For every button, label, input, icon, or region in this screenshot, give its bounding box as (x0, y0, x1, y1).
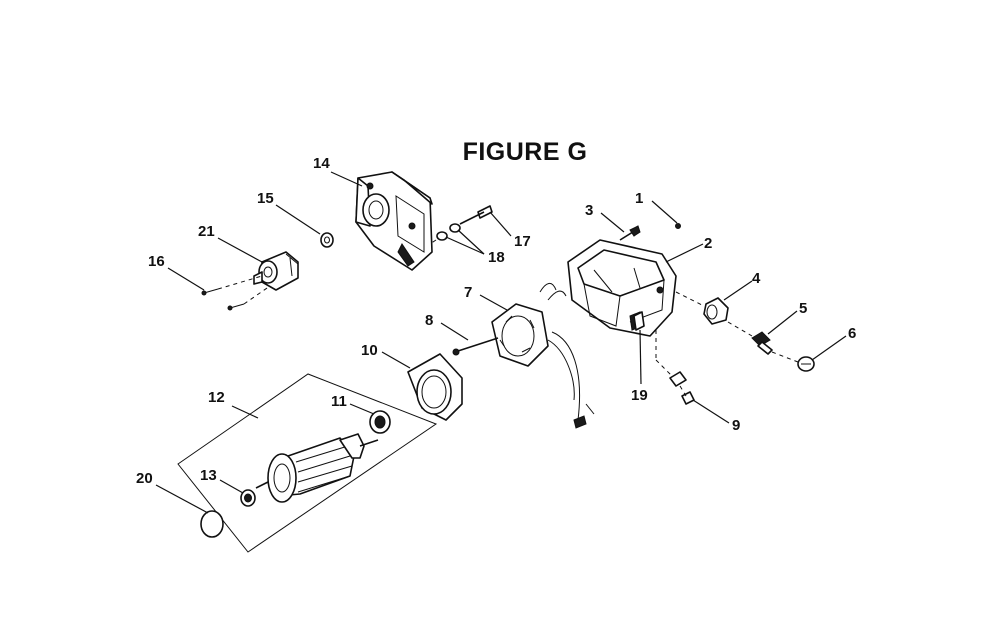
callout-5: 5 (799, 300, 807, 317)
part-7-field-stator (491, 283, 595, 429)
part-8-screw (452, 337, 499, 356)
part-16-screws (201, 275, 271, 311)
part-10-baffle-ring (407, 353, 463, 421)
callout-6: 6 (848, 325, 856, 342)
part-13-bearing (240, 489, 256, 507)
part-11-bearing (369, 410, 391, 434)
part-14-end-bracket (355, 171, 433, 271)
part-21-bearing-holder (253, 251, 299, 291)
callout-7: 7 (464, 284, 472, 301)
figure-title: FIGURE G (462, 138, 588, 166)
part-18-washers (429, 223, 461, 245)
callout-3: 3 (585, 202, 593, 219)
callout-14: 14 (313, 155, 330, 172)
callout-16: 16 (148, 253, 165, 270)
callout-12: 12 (208, 389, 225, 406)
part-17-screw (459, 205, 493, 225)
part-9-cord-clamp (655, 330, 695, 405)
part-2-motor-housing (567, 239, 677, 337)
callout-20: 20 (136, 470, 153, 487)
callout-11: 11 (331, 393, 347, 410)
part-4-brush-holder (675, 291, 729, 325)
callout-18: 18 (488, 249, 505, 266)
part-15-bushing (320, 232, 334, 248)
part-6-brush-cap (771, 351, 815, 372)
callout-labels: 1 2 3 4 5 6 7 8 9 10 11 12 13 14 15 16 1… (136, 155, 856, 487)
callout-1: 1 (635, 190, 643, 207)
callout-21: 21 (198, 223, 215, 240)
callout-17: 17 (514, 233, 531, 250)
callout-10: 10 (361, 342, 378, 359)
callout-13: 13 (200, 467, 217, 484)
callout-8: 8 (425, 312, 433, 329)
callout-19: 19 (631, 387, 648, 404)
leader-lines (155, 171, 847, 514)
part-1-screw (675, 223, 681, 229)
callout-9: 9 (732, 417, 740, 434)
callout-2: 2 (704, 235, 712, 252)
part-5-carbon-brush (727, 321, 773, 355)
part-12-armature-assembly (177, 373, 438, 553)
callout-4: 4 (752, 270, 761, 287)
part-3-screw (619, 225, 641, 241)
part-20-ring (200, 510, 224, 538)
part-19-terminal (633, 311, 645, 331)
callout-15: 15 (257, 190, 274, 207)
